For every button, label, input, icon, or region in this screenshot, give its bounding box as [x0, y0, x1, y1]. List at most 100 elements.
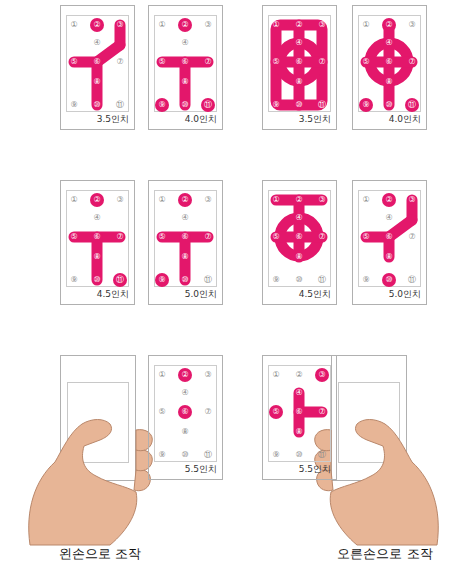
position-number: ⑧ [385, 253, 392, 261]
position-number: ⑨ [158, 101, 165, 109]
left-hand [29, 420, 153, 546]
position-number: ⑪ [318, 101, 326, 109]
position-number: ② [295, 371, 302, 379]
caption: 왼손으로 조작 [59, 546, 141, 562]
phone-card: ①②③④⑤⑥⑦⑧⑨⑩⑪5.0인치 [352, 180, 427, 305]
position-number: ⑥ [93, 58, 100, 66]
position-number: ⑤ [158, 233, 165, 241]
position-number: ⑨ [272, 101, 279, 109]
screen-outline [269, 366, 331, 462]
position-number: ⑥ [295, 408, 302, 416]
screen-outline [155, 191, 217, 287]
screen-outline [67, 16, 129, 112]
position-number: ⑦ [204, 408, 211, 416]
screen-size: 4.5인치 [97, 290, 129, 299]
letter-shape [155, 366, 217, 462]
position-number: ④ [93, 214, 100, 222]
position-number: ⑥ [181, 58, 188, 66]
letter-shape [269, 191, 331, 287]
dot [155, 273, 169, 287]
position-number: ② [385, 21, 392, 29]
position-number: ⑩ [295, 101, 302, 109]
screen-size: 5.5인치 [185, 465, 217, 474]
dot [155, 98, 169, 112]
screen-size: 4.5인치 [299, 290, 331, 299]
phone-card: ①②③④⑤⑥⑦⑧⑨⑩⑪4.0인치 [148, 5, 223, 130]
position-number: ③ [318, 196, 325, 204]
screen-size: 5.5인치 [299, 465, 331, 474]
position-number: ⑨ [272, 276, 279, 284]
stroke [92, 62, 103, 105]
position-number: ⑪ [408, 101, 416, 109]
position-number: ⑩ [385, 276, 392, 284]
position-number: ② [181, 371, 188, 379]
position-number: ⑪ [204, 276, 212, 284]
screen-size: 4.0인치 [389, 115, 421, 124]
position-number: ⑦ [204, 233, 211, 241]
position-number: ⑧ [93, 78, 100, 86]
dot [90, 18, 104, 32]
position-number: ⑥ [385, 233, 392, 241]
position-number: ① [362, 21, 369, 29]
position-number: ⑦ [204, 58, 211, 66]
screen-size: 3.5인치 [97, 115, 129, 124]
screen-outline [359, 16, 421, 112]
position-number: ② [93, 196, 100, 204]
position-number: ⑤ [362, 233, 369, 241]
position-number: ⑩ [385, 101, 392, 109]
dot [178, 405, 192, 419]
stroke [162, 57, 208, 68]
position-number: ⑧ [295, 78, 302, 86]
position-number: ② [295, 21, 302, 29]
position-number: ⑨ [362, 101, 369, 109]
dot [359, 98, 373, 112]
screen-size: 3.5인치 [299, 115, 331, 124]
position-number: ③ [318, 21, 325, 29]
position-number: ⑦ [408, 58, 415, 66]
position-number: ⑥ [181, 408, 188, 416]
position-number: ① [158, 371, 165, 379]
letter-shape [67, 191, 129, 288]
position-number: ⑩ [93, 101, 100, 109]
dot [113, 273, 127, 287]
stroke [276, 57, 322, 68]
position-number: ⑧ [181, 428, 188, 436]
position-number: ⑧ [385, 78, 392, 86]
letter-shape [269, 16, 331, 112]
caption: 오른손으로 조작 [337, 546, 432, 562]
position-number: ⑩ [295, 451, 302, 459]
position-number: ⑨ [362, 276, 369, 284]
position-number: ② [181, 196, 188, 204]
position-number: ⑦ [318, 408, 325, 416]
position-number: ⑪ [318, 276, 326, 284]
position-number: ① [70, 196, 77, 204]
position-number: ⑧ [181, 78, 188, 86]
stroke [276, 195, 322, 206]
position-number: ⑦ [318, 58, 325, 66]
dot [178, 193, 192, 207]
screen-outline [155, 366, 217, 462]
position-number: ⑧ [295, 253, 302, 261]
letter-shape [67, 16, 129, 112]
position-number: ⑪ [408, 276, 416, 284]
letter-shape [359, 16, 421, 113]
phone-card: ①②③④⑤⑥⑦⑧⑨⑩⑪3.5인치 [60, 5, 135, 130]
screen-outline [155, 16, 217, 112]
position-number: ⑧ [181, 253, 188, 261]
stroke [180, 62, 191, 105]
position-number: ③ [204, 196, 211, 204]
stroke [162, 232, 208, 243]
screen-size: 5.0인치 [389, 290, 421, 299]
dot [178, 368, 192, 382]
position-number: ⑩ [181, 451, 188, 459]
position-number: ⑨ [158, 451, 165, 459]
position-number: ① [158, 21, 165, 29]
phone-card: ①②③④⑤⑥⑦⑧⑨⑩⑪4.5인치 [60, 180, 135, 305]
dot [201, 98, 215, 112]
position-number: ① [272, 196, 279, 204]
position-number: ⑤ [70, 233, 77, 241]
position-number: ⑧ [93, 253, 100, 261]
dot [382, 273, 396, 287]
position-number: ⑨ [158, 276, 165, 284]
position-number: ⑤ [158, 58, 165, 66]
